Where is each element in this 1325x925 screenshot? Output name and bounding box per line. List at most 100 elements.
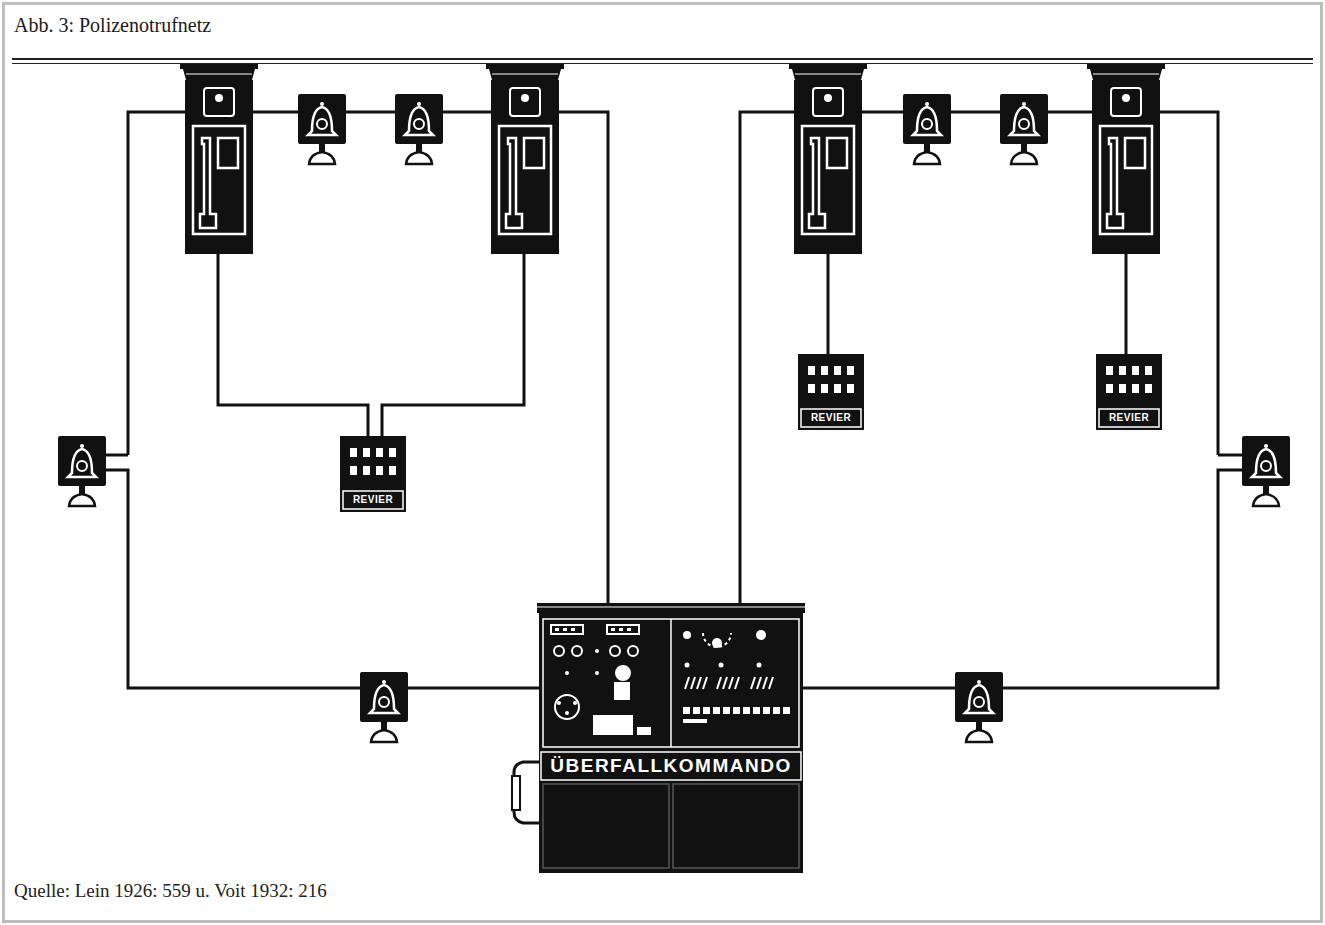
drawing-part [218, 250, 368, 438]
call-pillar [1087, 64, 1165, 254]
drawing-part [555, 628, 559, 631]
drawing-part [783, 707, 790, 714]
drawing-part [628, 646, 638, 656]
drawing-part [847, 384, 854, 393]
call-pillars [180, 64, 1165, 254]
drawing-part [683, 707, 690, 714]
source-caption: Quelle: Lein 1926: 559 u. Voit 1932: 216 [14, 880, 327, 902]
drawing-part [763, 707, 770, 714]
drawing-part [616, 666, 630, 680]
drawing-part [104, 454, 128, 457]
alarm-bell [1242, 436, 1290, 506]
drawing-part [541, 752, 801, 780]
drawing-part [685, 677, 773, 689]
call-pillar [486, 64, 564, 254]
wires [104, 112, 1244, 688]
drawing-part [757, 677, 761, 689]
drawing-part [834, 384, 841, 393]
drawing-part [1119, 366, 1126, 375]
drawing-part [340, 436, 406, 512]
call-pillar [180, 64, 258, 254]
drawing-part [723, 677, 727, 689]
box-label: REVIER [345, 493, 401, 507]
alarm-bell [395, 94, 443, 164]
drawing-part [537, 607, 805, 608]
drawing-part [685, 663, 690, 668]
drawing-part [1125, 250, 1128, 356]
drawing-part [1132, 384, 1139, 393]
drawing-part [539, 613, 803, 873]
precinct-box [1096, 354, 1162, 430]
drawing-part [571, 628, 575, 631]
precinct-boxes [340, 354, 1162, 512]
drawing-part [350, 448, 357, 457]
drawing-part [808, 366, 854, 393]
drawing-part [703, 633, 731, 647]
drawing-part [847, 366, 854, 375]
alarm-bell [955, 672, 1003, 742]
drawing-part [763, 677, 767, 689]
drawing-part [595, 649, 599, 653]
drawing-part [827, 250, 830, 356]
drawing-part [717, 677, 721, 689]
drawing-part [350, 448, 396, 475]
drawing-part [382, 250, 524, 438]
drawing-part [512, 776, 520, 810]
telephone-receiver [512, 762, 539, 823]
drawing-part [350, 466, 357, 475]
box-label: REVIER [1101, 411, 1157, 425]
drawing-part [808, 366, 815, 375]
box-label: ÜBERFALLKOMMANDO [543, 754, 799, 778]
alarm-bell [58, 436, 106, 506]
drawing-part [1106, 366, 1113, 375]
drawing-part [803, 470, 1244, 688]
drawing-part [554, 646, 564, 656]
drawing-part [723, 707, 730, 714]
drawing-part [756, 630, 766, 640]
drawing-part [565, 711, 569, 715]
drawing-part [363, 448, 370, 457]
dispatch-console: ÜBERFALLKOMMANDO [537, 603, 805, 873]
drawing-part [798, 354, 864, 430]
drawing-part [376, 448, 383, 457]
title-rule [12, 58, 1313, 60]
precinct-box: REVIER [340, 436, 406, 512]
drawing-part [573, 701, 577, 705]
precinct-box: REVIER [1096, 354, 1162, 430]
drawing-part [733, 707, 740, 714]
drawing-part [808, 384, 815, 393]
drawing-part [757, 663, 762, 668]
drawing-part [610, 646, 620, 656]
drawing-part [703, 677, 707, 689]
drawing-part [735, 677, 739, 689]
drawing-part [1106, 384, 1113, 393]
precinct-box: REVIER [798, 354, 864, 430]
drawing-part [751, 677, 755, 689]
drawing-part [572, 646, 582, 656]
drawing-part [363, 466, 370, 475]
drawing-part [593, 715, 633, 735]
drawing-part [555, 628, 790, 735]
alarm-bell [298, 94, 346, 164]
drawing-part [389, 448, 396, 457]
drawing-part [595, 671, 599, 675]
drawing-part [703, 707, 710, 714]
drawing-part [683, 719, 707, 723]
drawing-part [551, 625, 731, 719]
precinct-box [798, 354, 864, 430]
alarm-bell [903, 94, 951, 164]
drawing-part [557, 701, 561, 705]
drawing-part [637, 727, 651, 735]
figure-title: Abb. 3: Polizenotrufnetz [14, 14, 211, 37]
drawing-part [673, 784, 799, 868]
drawing-part [565, 671, 569, 675]
drawing-part [821, 366, 828, 375]
drawing-part [615, 683, 629, 699]
drawing-part [1106, 366, 1152, 393]
drawing-part [685, 677, 689, 689]
drawing-part [611, 628, 615, 631]
drawing-part [551, 625, 583, 634]
box-label: REVIER [803, 411, 859, 425]
drawing-part [1096, 354, 1162, 430]
alarm-bell [360, 672, 408, 742]
